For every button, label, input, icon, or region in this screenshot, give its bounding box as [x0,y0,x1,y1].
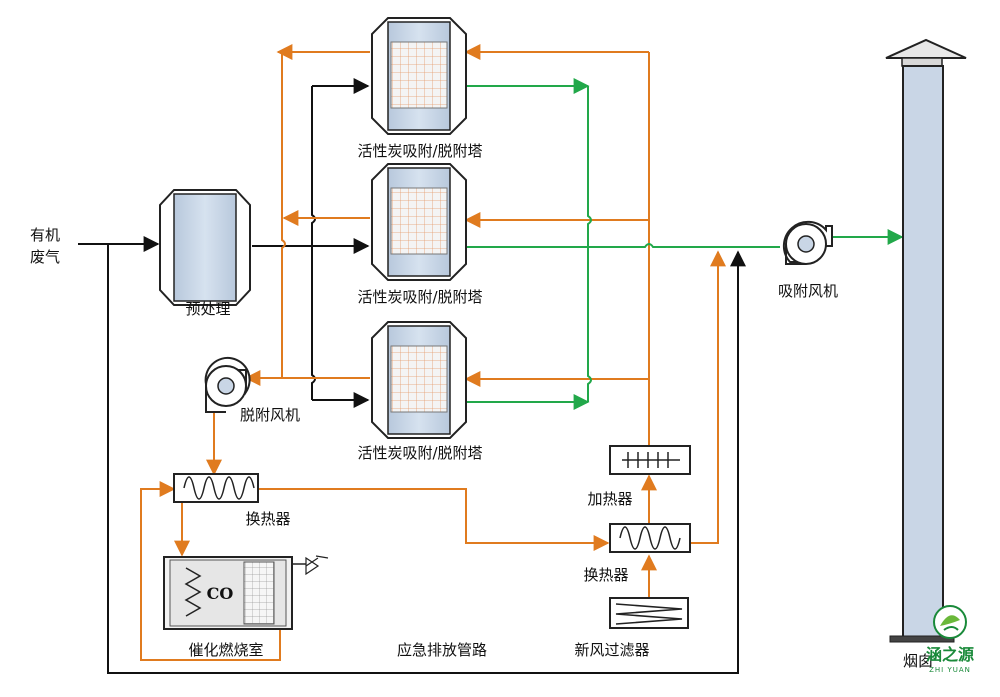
fresh-air-filter: 新风过滤器 [574,597,689,659]
logo-name: 涵之源 [926,645,974,664]
desorption-fan-label: 脱附风机 [240,406,300,424]
clean-collector [587,86,592,402]
catalyst-bed [243,561,275,625]
orange-lines [140,44,726,661]
heat-exchanger-1-label: 换热器 [245,510,290,528]
adsorption-tower-2: 活性炭吸附/脱附塔 [357,163,483,306]
waste-gas-label-2: 废气 [30,248,60,266]
tower-3-label: 活性炭吸附/脱附塔 [357,444,482,462]
emergency-pipe-label: 应急排放管路 [397,641,487,659]
coil-icon [183,476,255,500]
hx2-exhaust-line [690,250,726,544]
tower-2-label: 活性炭吸附/脱附塔 [357,288,482,306]
desorption-fan: 脱附风机 [204,356,300,424]
pretreatment-label: 预处理 [185,300,230,318]
heat-exchanger-2-label: 换热器 [583,566,628,584]
co-label: CO [207,584,234,603]
heater-element-icon [627,452,669,468]
heating-element-icon [184,567,202,617]
heater-label: 加热器 [587,490,632,508]
pretreatment-unit: 预处理 [159,189,251,318]
emergency-bypass-line [107,244,746,674]
chimney-label: 烟囱 [903,652,933,670]
adsorption-fan-label: 吸附风机 [778,282,838,300]
clean-main-line [466,243,780,248]
heater: 加热器 [587,445,691,508]
green-lines [466,78,904,410]
adsorption-tower-3: 活性炭吸附/脱附塔 [357,321,483,462]
filter-media-icon [615,603,683,625]
waste-gas-label-1: 有机 [30,226,60,244]
hx1-to-hx2-line [258,488,610,551]
chimney: 烟囱 [885,38,967,670]
adsorption-fan: 吸附风机 [778,220,838,300]
fan-impeller-icon [217,377,235,395]
fan-impeller-icon [797,235,815,253]
black-header [311,86,316,400]
heat-exchanger-1: 换热器 [173,473,291,528]
chimney-stack [902,65,944,639]
catalytic-chamber: CO 催化燃烧室 [163,555,329,659]
tower-1-label: 活性炭吸附/脱附塔 [357,142,482,160]
chimney-cap [885,38,967,59]
return-collector [281,52,286,378]
chamber-to-hx1-line [140,481,281,661]
heat-exchanger-2: 换热器 [583,523,691,584]
logo: 涵之源 ZHI YUAN [926,605,974,674]
adsorption-tower-1: 活性炭吸附/脱附塔 [357,17,483,160]
fresh-air-filter-label: 新风过滤器 [574,641,649,659]
black-lines [78,78,746,674]
coil-icon [619,526,681,550]
catalytic-chamber-label: 催化燃烧室 [188,641,263,659]
logo-sub: ZHI YUAN [929,666,971,674]
relief-valve-icon [305,556,320,576]
